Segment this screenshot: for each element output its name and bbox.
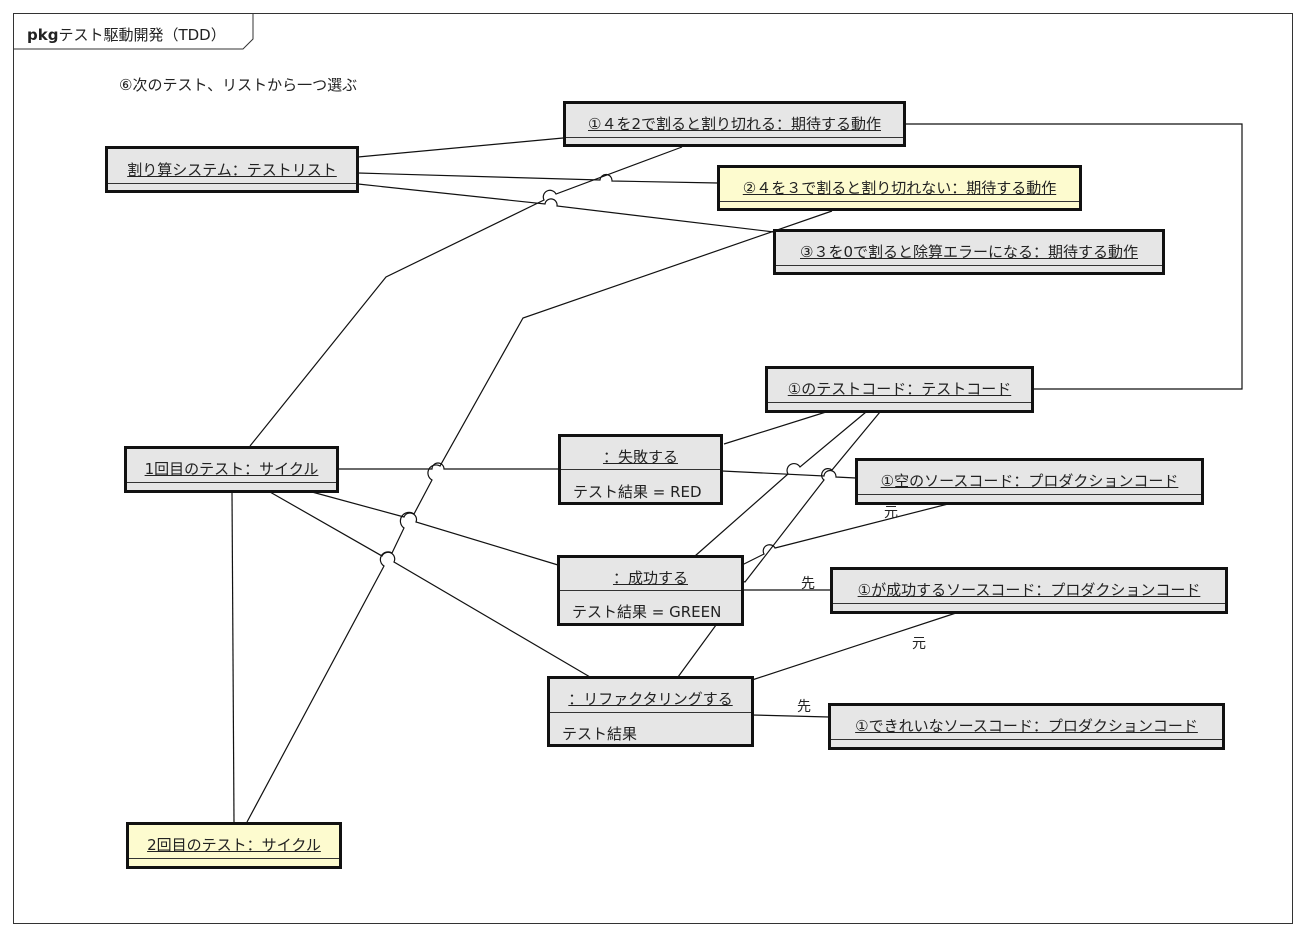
object-separator (768, 402, 1031, 403)
refactor-object[interactable]: ：リファクタリングする テスト結果 (547, 676, 754, 747)
object-name: 1回目のテスト：サイクル (144, 460, 319, 478)
expectation-object-2[interactable]: ②４を３で割ると割り切れない：期待する動作 (717, 165, 1082, 211)
object-attribute: テスト結果 = RED (573, 483, 702, 501)
object-separator (561, 469, 720, 470)
link-successsrc-refactor (751, 612, 957, 681)
object-name: ②４を３で割ると割り切れない：期待する動作 (742, 179, 1057, 197)
cycle-object-2[interactable]: 2回目のテスト：サイクル (126, 822, 342, 869)
object-name: ：失敗する (602, 448, 678, 466)
link-cycle1-refactor (269, 491, 591, 678)
object-separator (127, 482, 336, 483)
object-name: ①が成功するソースコード：プロダクションコード (857, 581, 1201, 599)
object-separator (108, 183, 356, 184)
object-name: ①のテストコード：テストコード (787, 380, 1012, 398)
object-name: ①空のソースコード：プロダクションコード (880, 472, 1179, 490)
fail-object[interactable]: ：失敗する テスト結果 = RED (558, 434, 723, 505)
object-separator (566, 137, 903, 138)
origin-label-2: 元 (912, 636, 926, 652)
origin-label-1: 元 (884, 505, 898, 521)
object-name: 割り算システム：テストリスト (127, 161, 337, 179)
link-testcode-fail (723, 411, 827, 445)
link-cycle1-expect1 (249, 146, 683, 447)
object-name: ①４を2で割ると割り切れる：期待する動作 (588, 115, 881, 133)
object-separator (858, 494, 1201, 495)
link-list-expect2 (357, 172, 719, 184)
object-separator (776, 265, 1162, 266)
test-list-object[interactable]: 割り算システム：テストリスト (105, 146, 359, 193)
expectation-object-1[interactable]: ①４を2で割ると割り切れる：期待する動作 (563, 101, 906, 147)
link-fail-emptysrc (721, 469, 857, 479)
package-name: テスト駆動開発（TDD） (58, 26, 226, 44)
link-list-expect1 (357, 137, 564, 158)
step-note: ⑥次のテスト、リストから一つ選ぶ (119, 76, 358, 94)
object-attribute: テスト結果 = GREEN (572, 603, 722, 621)
success-source-object[interactable]: ①が成功するソースコード：プロダクションコード (830, 567, 1228, 614)
object-separator (129, 858, 339, 859)
object-attribute: テスト結果 (562, 725, 638, 743)
object-name: 2回目のテスト：サイクル (147, 836, 321, 854)
link-list-expect3 (357, 183, 775, 233)
object-name: ①できれいなソースコード：プロダクションコード (855, 717, 1198, 735)
expectation-object-3[interactable]: ③３を0で割ると除算エラーになる：期待する動作 (773, 229, 1165, 275)
object-separator (833, 603, 1225, 604)
link-cycle1-success (311, 491, 559, 566)
package-tab (13, 13, 254, 50)
object-separator (550, 712, 751, 713)
link-emptysrc-success (741, 503, 949, 566)
package-keyword: pkg (27, 26, 59, 44)
object-separator (831, 739, 1222, 740)
object-separator (720, 201, 1079, 202)
link-cycle1-fail (338, 462, 559, 470)
test-code-object[interactable]: ①のテストコード：テストコード (765, 366, 1034, 413)
destination-label-2: 先 (797, 699, 811, 715)
link-expect1-testcode (905, 123, 1243, 390)
link-refactor-dirtysrc (751, 714, 830, 718)
object-name: ：成功する (612, 569, 688, 587)
object-name: ③３を0で割ると除算エラーになる：期待する動作 (800, 243, 1138, 261)
empty-source-object[interactable]: ①空のソースコード：プロダクションコード (855, 458, 1204, 505)
object-name: ：リファクタリングする (568, 690, 733, 708)
destination-label-1: 先 (801, 576, 815, 592)
link-cycle1-cycle2 (231, 491, 235, 823)
clean-source-object[interactable]: ①できれいなソースコード：プロダクションコード (828, 703, 1225, 750)
package-frame (13, 13, 1293, 924)
success-object[interactable]: ：成功する テスト結果 = GREEN (557, 555, 744, 626)
object-separator (560, 590, 741, 591)
cycle-object-1[interactable]: 1回目のテスト：サイクル (124, 446, 339, 493)
link-testcode-success (694, 411, 867, 557)
package-title: pkgテスト駆動開発（TDD） (27, 24, 226, 45)
